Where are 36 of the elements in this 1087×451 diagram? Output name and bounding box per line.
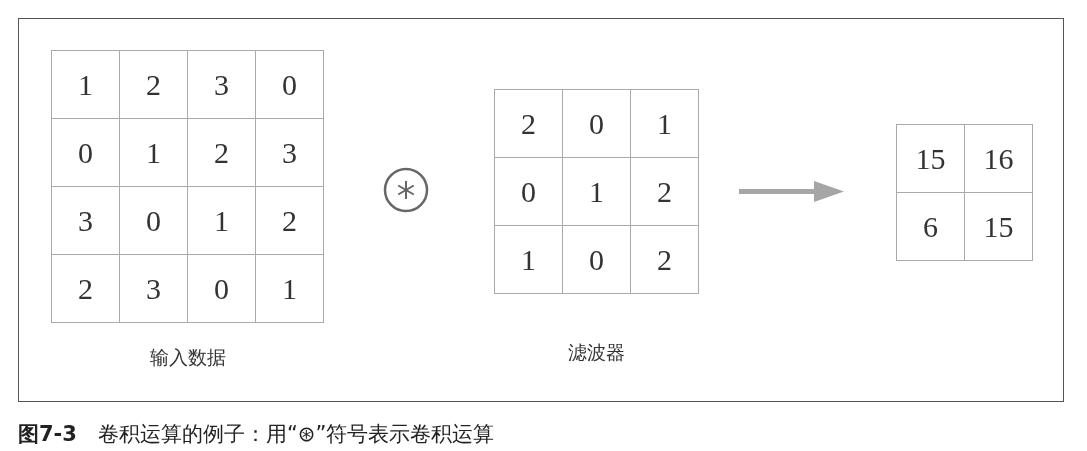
matrix-cell: 0 <box>563 90 631 158</box>
matrix-grid <box>494 89 699 294</box>
matrix-grid <box>896 124 1033 261</box>
matrix-cell: 15 <box>965 193 1033 261</box>
matrix-cell: 0 <box>495 158 563 226</box>
matrix-cell: 1 <box>563 158 631 226</box>
matrix-caption: 滤波器 <box>568 340 625 365</box>
figure-caption: 图7-3 卷积运算的例子：用“⊛”符号表示卷积运算 <box>18 421 495 448</box>
matrix-cell: 0 <box>188 255 256 323</box>
matrix-cell: 1 <box>120 119 188 187</box>
matrix-cell: 1 <box>631 90 699 158</box>
matrix-cell: 1 <box>52 51 120 119</box>
matrix-cell: 3 <box>52 187 120 255</box>
matrix-cell: 3 <box>256 119 324 187</box>
matrix-cell: 0 <box>52 119 120 187</box>
matrix-cell: 2 <box>631 158 699 226</box>
matrix-cell: 15 <box>897 125 965 193</box>
matrix-cell: 2 <box>631 226 699 294</box>
matrix-cell: 3 <box>188 51 256 119</box>
matrix-cell: 1 <box>256 255 324 323</box>
matrix-cell: 2 <box>256 187 324 255</box>
matrix-cell: 16 <box>965 125 1033 193</box>
matrix-cell: 0 <box>256 51 324 119</box>
matrix-cell: 2 <box>120 51 188 119</box>
matrix-cell: 1 <box>188 187 256 255</box>
matrix-caption: 输入数据 <box>149 345 226 370</box>
matrix-cell: 0 <box>120 187 188 255</box>
matrix-cell: 2 <box>52 255 120 323</box>
arrow <box>739 181 844 202</box>
matrix-cell: 0 <box>563 226 631 294</box>
matrix-cell: 3 <box>120 255 188 323</box>
matrix-grid <box>51 50 324 323</box>
matrix-cell: 6 <box>897 193 965 261</box>
matrix-cell: 1 <box>495 226 563 294</box>
matrix-cell: 2 <box>188 119 256 187</box>
matrix-cell: 2 <box>495 90 563 158</box>
